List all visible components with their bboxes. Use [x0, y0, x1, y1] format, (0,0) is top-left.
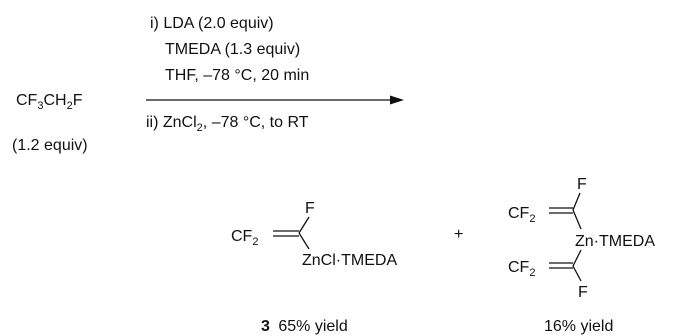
- formula-part: 2: [197, 122, 203, 134]
- formula-part: CF: [508, 205, 530, 222]
- product1-yield: 65% yield: [278, 318, 347, 335]
- reactant-equiv: (1.2 equiv): [12, 137, 88, 154]
- product2-top-bond-to-f: [572, 192, 581, 211]
- product2-top-bond-to-zn: [572, 209, 582, 230]
- product2-f-bottom: F: [578, 284, 588, 301]
- product2-cf2-bottom: CF2: [508, 259, 535, 279]
- reactant-formula: CF3CH2F: [16, 92, 83, 112]
- formula-part: 2: [529, 267, 535, 279]
- product1-bond-to-f: [298, 216, 310, 234]
- product1-cf2: CF2: [231, 228, 258, 248]
- condition-step1-line3: THF, –78 °C, 20 min: [165, 67, 309, 84]
- product2-bottom-bond-to-f: [572, 265, 582, 282]
- plus-sign: +: [454, 226, 463, 243]
- product1-bond-to-zn: [298, 232, 310, 250]
- product2-bottom-bond-to-zn: [572, 249, 582, 267]
- product2-f-top: F: [577, 176, 587, 193]
- formula-part: , –78 °C, to RT: [203, 114, 309, 131]
- product1-f-label: F: [305, 200, 315, 217]
- product2-yield: 16% yield: [544, 318, 613, 335]
- formula-part: CH: [43, 92, 66, 109]
- formula-part: 2: [252, 236, 258, 248]
- formula-part: CF: [16, 92, 38, 109]
- condition-step2: ii) ZnCl2, –78 °C, to RT: [146, 114, 309, 134]
- formula-part: 2: [67, 100, 73, 112]
- product1-compound-number: 3: [261, 318, 270, 335]
- product1-zn-label: ZnCl·TMEDA: [302, 252, 397, 269]
- reaction-arrow-head: [390, 95, 404, 105]
- condition-step1-line2: TMEDA (1.3 equiv): [165, 41, 300, 58]
- formula-part: 2: [529, 213, 535, 225]
- formula-part: CF: [231, 228, 253, 245]
- formula-part: F: [73, 92, 83, 109]
- formula-part: 3: [37, 100, 43, 112]
- condition-step1-line1: i) LDA (2.0 equiv): [150, 15, 274, 32]
- product2-cf2-top: CF2: [508, 205, 535, 225]
- product1-caption: 3 65% yield: [261, 318, 348, 335]
- product2-zn-label: Zn·TMEDA: [575, 233, 655, 250]
- formula-part: ii) ZnCl: [146, 114, 197, 131]
- formula-part: CF: [508, 259, 530, 276]
